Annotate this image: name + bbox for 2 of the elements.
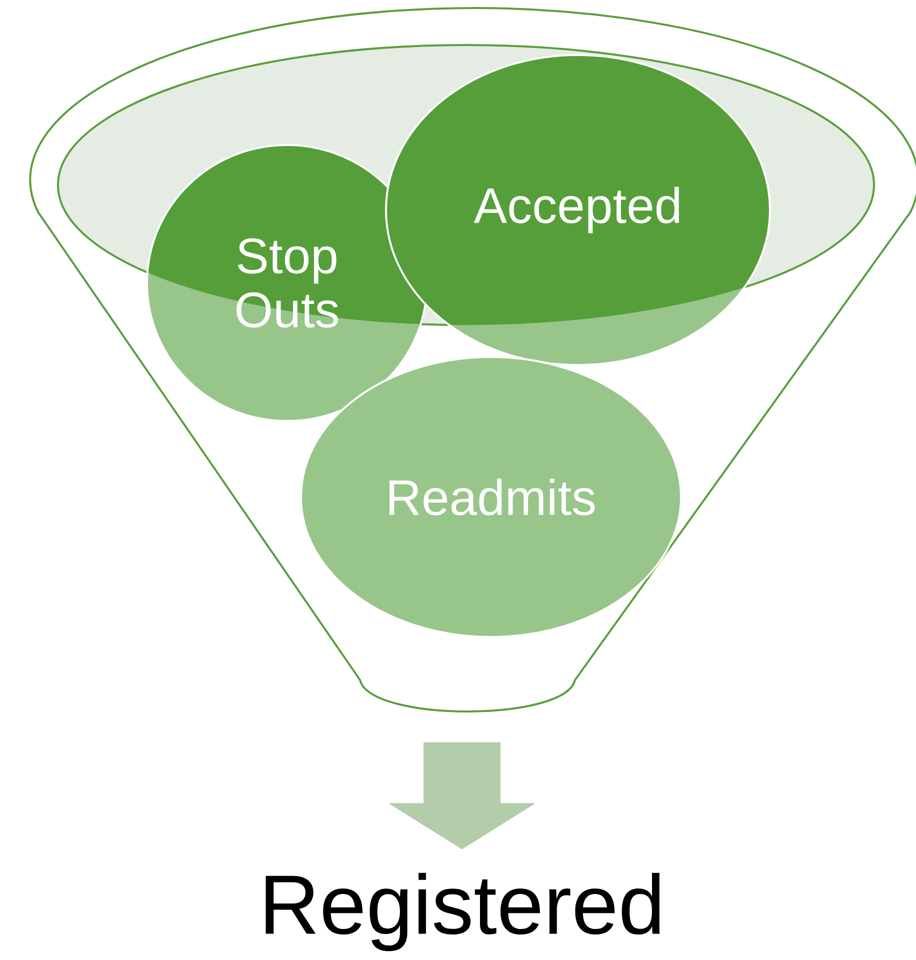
- block-arrow: [390, 742, 534, 850]
- result-text: Registered: [266, 872, 660, 952]
